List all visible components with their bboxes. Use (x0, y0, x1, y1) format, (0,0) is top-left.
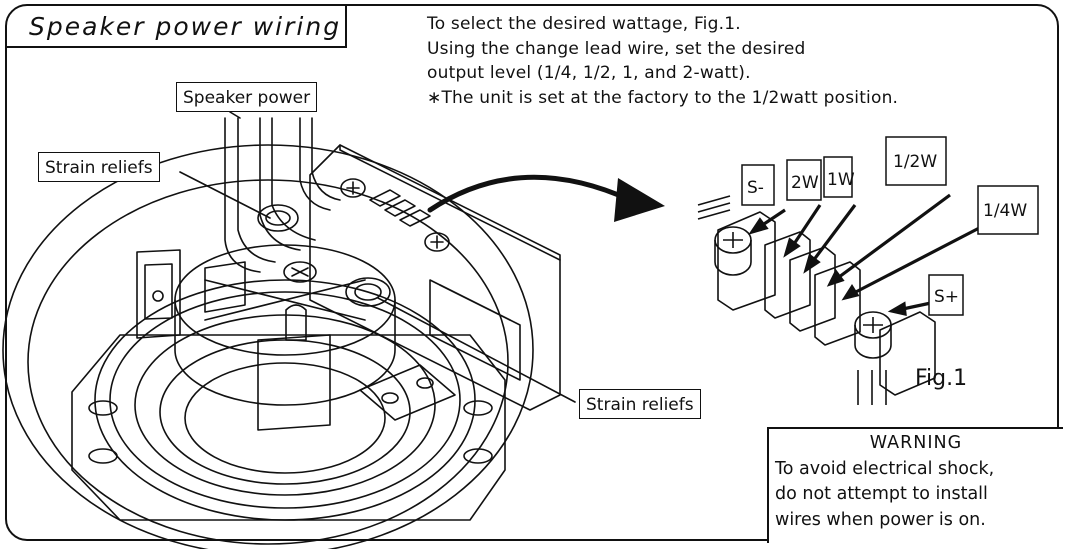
warning-box: WARNING To avoid electrical shock, do no… (767, 427, 1063, 543)
tap-label-1w: 1W (827, 170, 855, 190)
page-title: Speaker power wiring (29, 12, 342, 41)
diagram-frame (5, 4, 1059, 541)
label-strain-reliefs-right: Strain reliefs (579, 389, 701, 419)
title-box: Speaker power wiring (5, 4, 347, 48)
tap-label-half-w: 1/2W (893, 152, 937, 172)
tap-detail-figure (697, 195, 936, 405)
warning-line: wires when power is on. (775, 509, 986, 530)
instruction-line: ∗The unit is set at the factory to the 1… (427, 87, 899, 108)
tap-label-quarter-w: 1/4W (983, 201, 1027, 221)
strain-relief-lower (345, 277, 391, 307)
strain-relief-upper (257, 204, 299, 232)
instructions: To select the desired wattage, Fig.1. Us… (427, 12, 898, 110)
instruction-line: Using the change lead wire, set the desi… (427, 38, 806, 59)
terminal-block-left (136, 249, 181, 339)
curved-arrow-icon (614, 178, 665, 222)
warning-line: To avoid electrical shock, (775, 458, 995, 479)
terminal-block-front (257, 334, 331, 431)
instruction-line: To select the desired wattage, Fig.1. (427, 14, 741, 34)
baffle-inner-ring (27, 179, 509, 545)
tap-label-s-minus: S- (747, 178, 764, 198)
figure-caption: Fig.1 (915, 366, 968, 391)
transformer-board (309, 144, 561, 411)
baffle-outer-ring (2, 144, 534, 549)
label-strain-reliefs-left: Strain reliefs (38, 152, 160, 182)
warning-title: WARNING (869, 433, 963, 453)
terminal-tab-bottom (359, 364, 456, 421)
instruction-line: output level (1/4, 1/2, 1, and 2-watt). (427, 63, 751, 83)
speaker-basket (94, 279, 476, 521)
warning-line: do not attempt to install (775, 484, 988, 504)
mounting-plate (71, 334, 506, 521)
tap-label-2w: 2W (791, 173, 819, 193)
tap-label-s-plus: S+ (934, 287, 959, 307)
label-speaker-power: Speaker power (176, 82, 318, 112)
